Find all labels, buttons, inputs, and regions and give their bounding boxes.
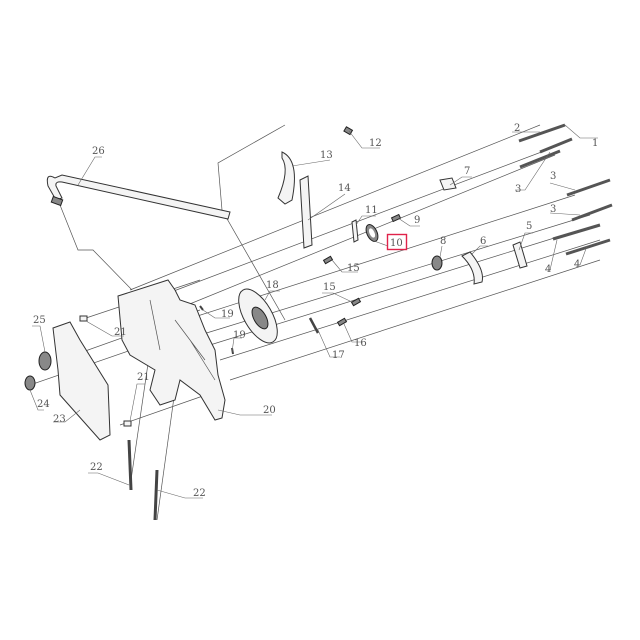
- part-7-clamp: [439, 177, 457, 191]
- part-21-dowel-pins: [79, 315, 132, 427]
- callout-11[interactable]: 11: [365, 205, 378, 216]
- callout-18[interactable]: 18: [266, 280, 279, 291]
- callout-10[interactable]: 10: [390, 238, 403, 249]
- callout-3[interactable]: 3: [515, 184, 521, 195]
- callout-23[interactable]: 23: [53, 414, 66, 425]
- part-5-bracket: [512, 241, 528, 269]
- part-13-chain-guide: [277, 151, 295, 205]
- callout-21[interactable]: 21: [114, 327, 127, 338]
- callout-8[interactable]: 8: [440, 236, 446, 247]
- part-14-chain-tensioner: [299, 175, 313, 249]
- callout-19[interactable]: 19: [221, 309, 234, 320]
- callout-13[interactable]: 13: [320, 150, 333, 161]
- callout-20[interactable]: 20: [263, 405, 276, 416]
- callout-4[interactable]: 4: [545, 264, 551, 275]
- parts-15-16-17-fasteners: [308, 255, 362, 334]
- callout-1[interactable]: 1: [592, 138, 598, 149]
- part-24-oil-seal: [24, 375, 36, 391]
- callout-22[interactable]: 22: [90, 462, 103, 473]
- part-20-crankcase-cover: [117, 279, 226, 421]
- part-23-gasket: [52, 321, 111, 441]
- callout-3[interactable]: 3: [550, 171, 556, 182]
- part-11-bracket: [351, 219, 359, 243]
- part-10-oil-seal: [365, 224, 379, 242]
- callout-3[interactable]: 3: [550, 204, 556, 215]
- callout-26[interactable]: 26: [92, 146, 105, 157]
- callout-2[interactable]: 2: [514, 123, 520, 134]
- callout-6[interactable]: 6: [480, 236, 486, 247]
- callout-17[interactable]: 17: [332, 350, 345, 361]
- callout-9[interactable]: 9: [414, 215, 420, 226]
- bolts-1-4: [518, 123, 613, 256]
- part-callouts: 1 2 3 3 3 4 4 5 6 7 8 9 10 11 12 13 14 1…: [33, 123, 598, 499]
- part-26-breather-hose: [46, 174, 231, 220]
- callout-15[interactable]: 15: [347, 263, 360, 274]
- leader-lines: [29, 124, 598, 499]
- callout-7[interactable]: 7: [464, 166, 470, 177]
- part-8-bearing: [431, 255, 443, 271]
- callout-25[interactable]: 25: [33, 315, 46, 326]
- part-6-guide-plate: [461, 251, 483, 285]
- callout-4[interactable]: 4: [574, 259, 580, 270]
- callout-15[interactable]: 15: [323, 282, 336, 293]
- callout-24[interactable]: 24: [37, 399, 50, 410]
- callout-12[interactable]: 12: [369, 138, 382, 149]
- callout-5[interactable]: 5: [526, 221, 532, 232]
- part-18-bearing-cover: [238, 288, 278, 344]
- callout-14[interactable]: 14: [338, 183, 351, 194]
- highlight-box: [386, 233, 408, 251]
- callout-22[interactable]: 22: [193, 488, 206, 499]
- callout-16[interactable]: 16: [354, 338, 367, 349]
- callout-21[interactable]: 21: [137, 372, 150, 383]
- callout-19[interactable]: 19: [233, 330, 246, 341]
- part-9-bolt: [390, 213, 402, 223]
- highlighted-callout-10[interactable]: 10: [386, 233, 408, 251]
- part-25-oil-seal: [38, 351, 52, 371]
- part-22-studs: [127, 439, 159, 521]
